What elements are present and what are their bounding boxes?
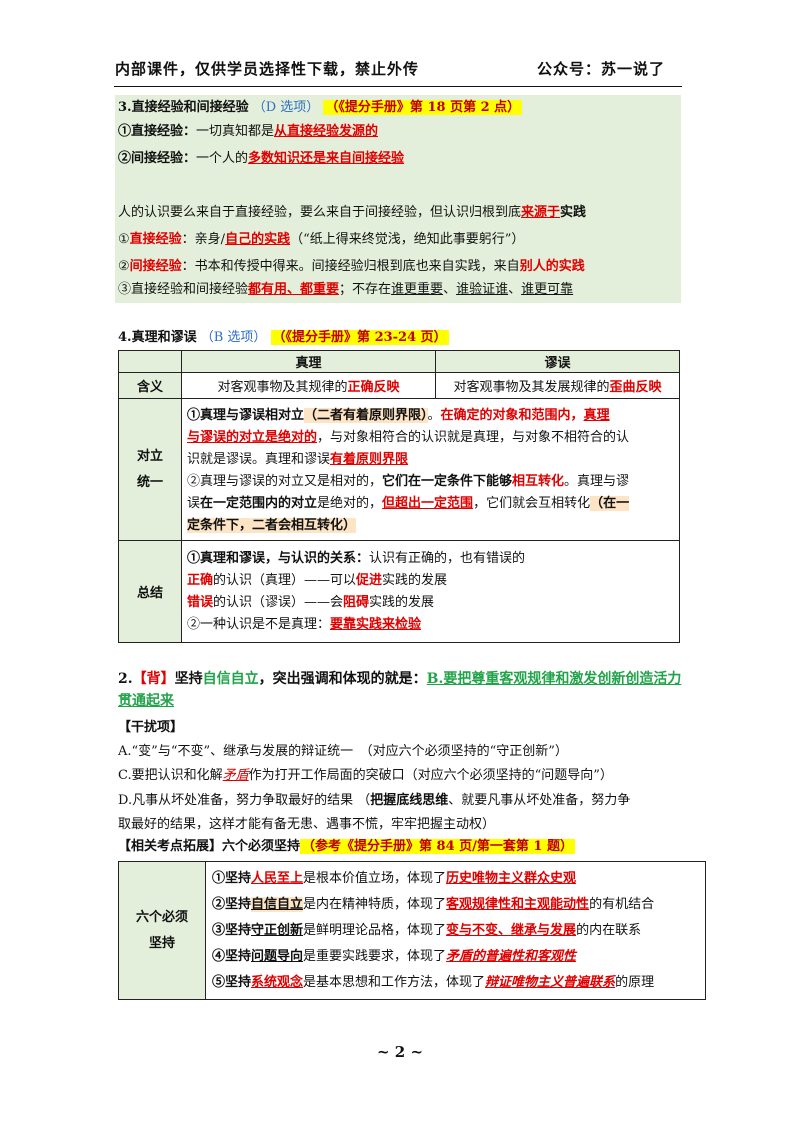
option-d-line1: D.凡事从坏处准备，努力争取最好的结果 （把握底线思维、就要凡事从坏处准备，努力… xyxy=(118,793,631,808)
section3-ref: （《提分手册》第 18 页第 2 点） xyxy=(323,100,523,115)
section3-line4: ①直接经验：亲身/自己的实践（“纸上得来终觉浅，绝知此事要躬行”） xyxy=(118,232,525,247)
table-row: 真理 谬误 xyxy=(118,350,680,373)
section4-ref: （《提分手册》第 23-24 页） xyxy=(270,330,449,345)
row-meaning: 含义 xyxy=(118,372,182,399)
section4-title-line: 4.真理和谬误 （B 选项） （《提分手册》第 23-24 页） xyxy=(118,329,449,347)
col-truth: 真理 xyxy=(181,350,436,373)
option-d-line2: 取最好的结果，这样才能有备无患、遇事不慌，牢牢把握主动权） xyxy=(118,817,496,832)
section4-title: 4.真理和谬误 xyxy=(118,330,197,345)
distractor-heading: 【干扰项】 xyxy=(118,720,184,735)
row-opposition: 对立统一 xyxy=(118,398,182,541)
section3-title: 3.直接经验和间接经验 xyxy=(118,100,249,115)
table-row: 对立统一 ①真理与谬误相对立（二者有着原则界限）。在确定的对象和范围内，真理 与… xyxy=(118,398,680,541)
table-row: 含义 对客观事物及其规律的正确反映 对客观事物及其发展规律的歪曲反映 xyxy=(118,372,680,399)
section3-line5: ②间接经验：书本和传授中得来。间接经验归根到底也来自实践，来自别人的实践 xyxy=(118,259,585,274)
header-rule xyxy=(114,86,682,87)
page-number: ~ 2 ~ xyxy=(377,1043,424,1061)
section3-line2: ②间接经验：一个人的多数知识还是来自间接经验 xyxy=(118,151,405,166)
section3-line1: ①直接经验：一切真知都是从直接经验发源的 xyxy=(118,124,379,139)
question2-line1: 2.【背】坚持自信自立，突出强调和体现的就是：B.要把尊重客观规律和激发创新创造… xyxy=(118,671,682,687)
section3-line3: 人的认识要么来自于直接经验，要么来自于间接经验，但认识归根到底来源于实践 xyxy=(118,205,587,220)
col-error: 谬误 xyxy=(435,350,680,373)
section3-option: （D 选项） xyxy=(252,100,320,115)
section4-option: （B 选项） xyxy=(200,330,267,345)
option-a: A.“变”与“不变”、继承与发展的辩证统一 （对应六个必须坚持的“守正创新”） xyxy=(118,744,568,759)
section3-box xyxy=(115,95,681,303)
six-musts-table: 六个必须坚持 ①坚持人民至上是根本价值立场，体现了历史唯物主义群众史观 ②坚持自… xyxy=(118,861,706,1000)
header-right: 公众号：苏一说了 xyxy=(537,60,666,78)
table-row: 总结 ①真理和谬误，与认识的关系：认识有正确的，也有错误的 正确的认识（真理）—… xyxy=(118,540,680,643)
truth-error-table: 真理 谬误 含义 对客观事物及其规律的正确反映 对客观事物及其发展规律的歪曲反映… xyxy=(118,350,680,643)
section3-title-line: 3.直接经验和间接经验 （D 选项） （《提分手册》第 18 页第 2 点） xyxy=(118,99,523,117)
section3-line6: ③直接经验和间接经验都有用、都重要；不存在谁更重要、谁验证谁、谁更可靠 xyxy=(118,282,574,297)
option-c: C.要把认识和化解矛盾作为打开工作局面的突破口（对应六个必须坚持的“问题导向”） xyxy=(118,768,613,783)
six-musts-label: 六个必须坚持 xyxy=(118,861,206,1000)
table-row: 六个必须坚持 ①坚持人民至上是根本价值立场，体现了历史唯物主义群众史观 ②坚持自… xyxy=(118,861,706,1000)
row-summary: 总结 xyxy=(118,540,182,643)
header-left: 内部课件，仅供学员选择性下载，禁止外传 xyxy=(115,60,420,78)
extension-heading: 【相关考点拓展】六个必须坚持（参考《提分手册》第 84 页/第一套第 1 题） xyxy=(118,839,576,854)
question2-line2: 贯通起来 xyxy=(118,693,174,709)
